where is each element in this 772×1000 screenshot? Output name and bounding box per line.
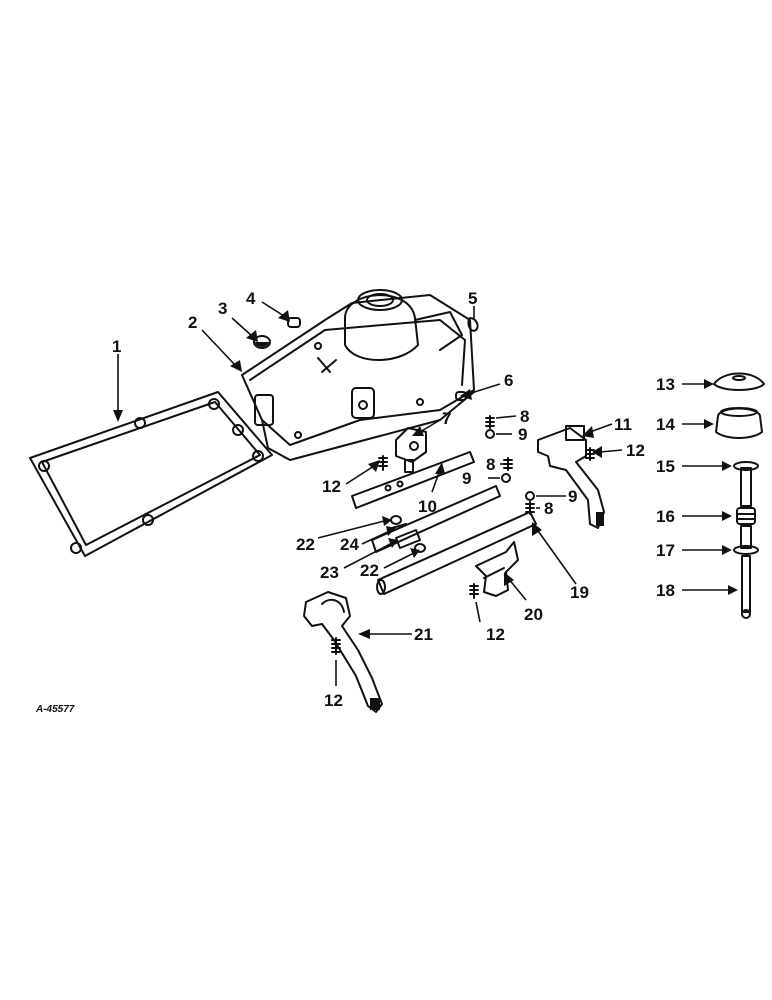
shifter-fork-part-21 — [303, 591, 383, 713]
washer-part-17 — [733, 525, 759, 555]
callout-12a: 12 — [626, 441, 645, 460]
callout-22b: 22 — [360, 561, 379, 580]
callout-labels: 1 2 3 4 5 6 7 8 9 10 11 12 12 8 9 8 9 22… — [112, 289, 675, 710]
callout-11: 11 — [614, 415, 632, 434]
callout-12b: 12 — [322, 477, 341, 496]
callout-5: 5 — [468, 289, 477, 308]
callout-17: 17 — [656, 541, 675, 560]
callout-9b: 9 — [462, 469, 471, 488]
callout-1: 1 — [112, 337, 121, 356]
callout-15: 15 — [656, 457, 675, 476]
shifter-fork-part-11 — [537, 425, 605, 529]
interlock-part-23 — [395, 529, 421, 549]
leader-lines — [113, 301, 738, 686]
boot-part-14 — [715, 407, 763, 439]
interlock-part-7 — [395, 427, 427, 473]
callout-4: 4 — [246, 289, 256, 308]
callout-10: 10 — [418, 497, 437, 516]
drawing-reference: A-45577 — [35, 704, 75, 715]
callout-14: 14 — [656, 415, 675, 434]
shaft-part-18 — [741, 555, 751, 619]
shifter-lug-part-20 — [475, 541, 519, 597]
shifter-rod-part-10 — [351, 451, 475, 509]
callout-19: 19 — [570, 583, 589, 602]
callout-16: 16 — [656, 507, 675, 526]
callout-23: 23 — [320, 563, 339, 582]
plug-part-4 — [287, 317, 301, 328]
callout-13: 13 — [656, 375, 675, 394]
callout-9a: 9 — [518, 425, 527, 444]
callout-2: 2 — [188, 313, 197, 332]
callout-3: 3 — [218, 299, 227, 318]
callout-18: 18 — [656, 581, 675, 600]
callout-12d: 12 — [324, 691, 343, 710]
shifter-rod-part-19 — [376, 511, 537, 595]
callout-8b: 8 — [486, 455, 495, 474]
callout-20: 20 — [524, 605, 543, 624]
plug-part-3 — [253, 335, 271, 349]
callout-7: 7 — [442, 409, 451, 428]
callout-24: 24 — [340, 535, 359, 554]
callout-9c: 9 — [568, 487, 577, 506]
collar-part-16 — [736, 507, 756, 525]
ball-part-9 — [485, 429, 535, 501]
callout-21: 21 — [414, 625, 433, 644]
pin-part-24 — [391, 523, 407, 529]
shifter-housing-part-2 — [241, 289, 475, 461]
callout-6: 6 — [504, 371, 513, 390]
callout-8a: 8 — [520, 407, 529, 426]
gasket-part-1 — [29, 391, 273, 557]
cap-part-13 — [713, 372, 765, 391]
callout-22a: 22 — [296, 535, 315, 554]
callout-12c: 12 — [486, 625, 505, 644]
callout-8c: 8 — [544, 499, 553, 518]
lever-part-15 — [733, 461, 759, 507]
shifter-rod-middle — [371, 485, 501, 553]
